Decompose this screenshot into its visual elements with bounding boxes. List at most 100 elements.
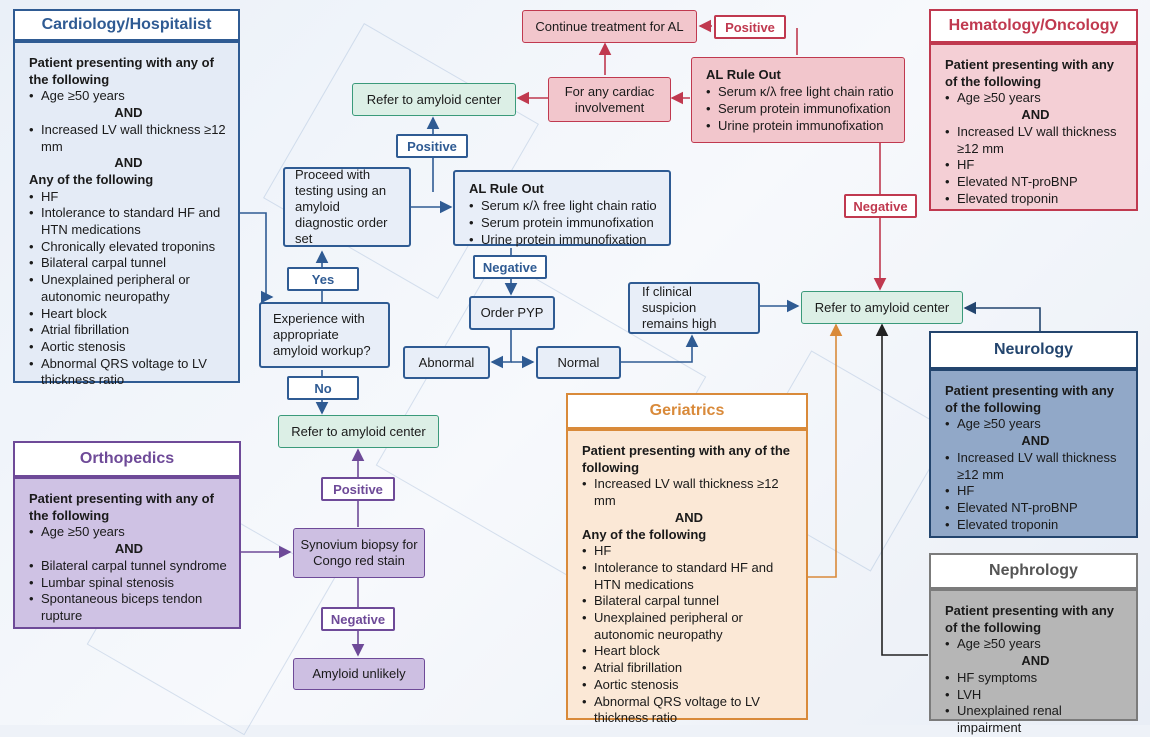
order-pyp-node: Order PYP [469, 296, 555, 330]
cardiology-header: Cardiology/Hospitalist [13, 9, 240, 41]
hematology-panel: Patient presenting with any of the follo… [929, 43, 1138, 211]
normal-text: Normal [557, 354, 600, 370]
neurology-item: Increased LV wall thickness ≥12 mm [945, 450, 1126, 483]
geriatrics-header: Geriatrics [566, 393, 808, 429]
cardiac-involvement-node: For any cardiac involvement [548, 77, 671, 122]
orthopedics-title: Orthopedics [79, 450, 175, 467]
cardiology-item: HF [29, 189, 228, 206]
nephrology-header: Nephrology [929, 553, 1138, 589]
refer-amyloid-center-left: Refer to amyloid center [278, 415, 439, 448]
cardiology-and1: AND [114, 105, 143, 121]
neurology-title: Neurology [993, 341, 1074, 358]
refer-amyloid-center-right: Refer to amyloid center [801, 291, 963, 324]
geriatrics-item: Bilateral carpal tunnel [582, 593, 796, 610]
cardiology-item-age: Age ≥50 years [29, 88, 228, 105]
geriatrics-item: Aortic stenosis [582, 677, 796, 694]
cardiology-heading1: Patient presenting with any of the follo… [29, 55, 214, 87]
amyloid-unlikely-text: Amyloid unlikely [312, 666, 406, 681]
continue-al-node: Continue treatment for AL [522, 10, 697, 43]
abnormal-node: Abnormal [403, 346, 490, 379]
hematology-title: Hematology/Oncology [948, 17, 1119, 34]
clinical-suspicion-text: If clinical suspicion remains high [642, 284, 717, 331]
geriatrics-item: Intolerance to standard HF and HTN medic… [582, 560, 796, 593]
al-rule-out-item: Urine protein immunofixation [469, 231, 659, 248]
cardiology-item-lv: Increased LV wall thickness ≥12 mm [29, 122, 228, 155]
al-rule-out-hematology: AL Rule Out Serum κ/λ free light chain r… [691, 57, 905, 143]
nephrology-title: Nephrology [989, 562, 1078, 579]
hematology-item: Increased LV wall thickness ≥12 mm [945, 124, 1126, 157]
cardiology-item: Intolerance to standard HF and HTN medic… [29, 205, 228, 238]
hematology-item: Elevated troponin [945, 191, 1126, 208]
refer-text: Refer to amyloid center [366, 91, 502, 107]
cardiology-heading2: Any of the following [29, 171, 154, 187]
hematology-heading: Patient presenting with any of the follo… [945, 57, 1115, 89]
cardiology-item: Bilateral carpal tunnel [29, 255, 228, 272]
cardiology-and2: AND [114, 155, 143, 171]
hematology-item: Elevated NT-proBNP [945, 174, 1126, 191]
yes-text: Yes [311, 271, 335, 287]
cardiology-item: Heart block [29, 306, 228, 323]
amyloid-unlikely-node: Amyloid unlikely [293, 658, 425, 690]
cardiology-item: Aortic stenosis [29, 339, 228, 356]
clinical-suspicion-node: If clinical suspicion remains high [628, 282, 760, 334]
al-rule-out-title: AL Rule Out [469, 181, 544, 196]
neurology-and: AND [1021, 433, 1050, 449]
neurology-item: Elevated NT-proBNP [945, 500, 1126, 517]
geriatrics-item-lv: Increased LV wall thickness ≥12 mm [582, 476, 796, 509]
hematology-item: HF [945, 157, 1126, 174]
refer-text: Refer to amyloid center [814, 299, 950, 315]
no-text: No [314, 380, 332, 396]
cardiology-item: Abnormal QRS voltage to LV thickness rat… [29, 356, 228, 389]
synovium-biopsy-node: Synovium biopsy for Congo red stain [293, 528, 425, 578]
positive-text: Positive [407, 138, 457, 154]
al-rule-out-item: Serum protein immunofixation [469, 214, 659, 231]
geriatrics-item: Abnormal QRS voltage to LV thickness rat… [582, 694, 796, 727]
cardiology-panel: Patient presenting with any of the follo… [13, 41, 240, 387]
cardiac-involvement-text: For any cardiac involvement [564, 83, 655, 115]
positive-label-red: Positive [714, 15, 786, 39]
orthopedics-item: Bilateral carpal tunnel syndrome [29, 558, 229, 575]
negative-label-blue: Negative [473, 255, 547, 279]
neurology-item: HF [945, 483, 1126, 500]
negative-label-red: Negative [844, 194, 917, 218]
neurology-heading: Patient presenting with any of the follo… [945, 383, 1115, 415]
nephrology-and: AND [1021, 653, 1050, 669]
geriatrics-item: HF [582, 543, 796, 560]
cardiology-item: Unexplained peripheral or autonomic neur… [29, 272, 228, 305]
al-rule-out-center: AL Rule Out Serum κ/λ free light chain r… [453, 170, 671, 248]
nephrology-item: HF symptoms [945, 670, 1126, 687]
nephrology-panel: Patient presenting with any of the follo… [929, 589, 1138, 735]
refer-text: Refer to amyloid center [291, 423, 426, 439]
al-rule-out-item: Serum κ/λ free light chain ratio [706, 83, 894, 100]
cardiology-item: Chronically elevated troponins [29, 239, 228, 256]
proceed-testing-text: Proceed with testing using an amyloid di… [295, 167, 388, 246]
order-pyp-text: Order PYP [480, 305, 544, 320]
nephrology-item: Unexplained renal impairment [945, 703, 1126, 736]
continue-al-text: Continue treatment for AL [535, 18, 684, 34]
orthopedics-item: Spontaneous biceps tendon rupture [29, 591, 229, 624]
negative-label-purple: Negative [321, 607, 395, 631]
orthopedics-item-age: Age ≥50 years [29, 524, 229, 541]
orthopedics-item: Lumbar spinal stenosis [29, 575, 229, 592]
experience-question-text: Experience with appropriate amyloid work… [273, 311, 371, 358]
geriatrics-title: Geriatrics [649, 402, 725, 419]
geriatrics-item: Atrial fibrillation [582, 660, 796, 677]
negative-text: Negative [853, 198, 908, 214]
nephrology-heading: Patient presenting with any of the follo… [945, 603, 1115, 635]
geriatrics-heading1: Patient presenting with any of the follo… [582, 443, 791, 475]
al-rule-out-item: Serum protein immunofixation [706, 100, 894, 117]
no-label: No [287, 376, 359, 400]
al-rule-out-item: Urine protein immunofixation [706, 117, 894, 134]
neurology-item: Elevated troponin [945, 517, 1126, 534]
al-rule-out-item: Serum κ/λ free light chain ratio [469, 197, 659, 214]
cardiology-item: Atrial fibrillation [29, 322, 228, 339]
geriatrics-item: Heart block [582, 643, 796, 660]
yes-label: Yes [287, 267, 359, 291]
neurology-panel: Patient presenting with any of the follo… [929, 369, 1138, 538]
geriatrics-panel: Patient presenting with any of the follo… [566, 429, 808, 725]
geriatrics-and: AND [674, 509, 704, 525]
negative-text: Negative [482, 259, 538, 275]
positive-label-purple: Positive [321, 477, 395, 501]
proceed-testing-node: Proceed with testing using an amyloid di… [283, 167, 411, 247]
hematology-item-age: Age ≥50 years [945, 90, 1126, 107]
